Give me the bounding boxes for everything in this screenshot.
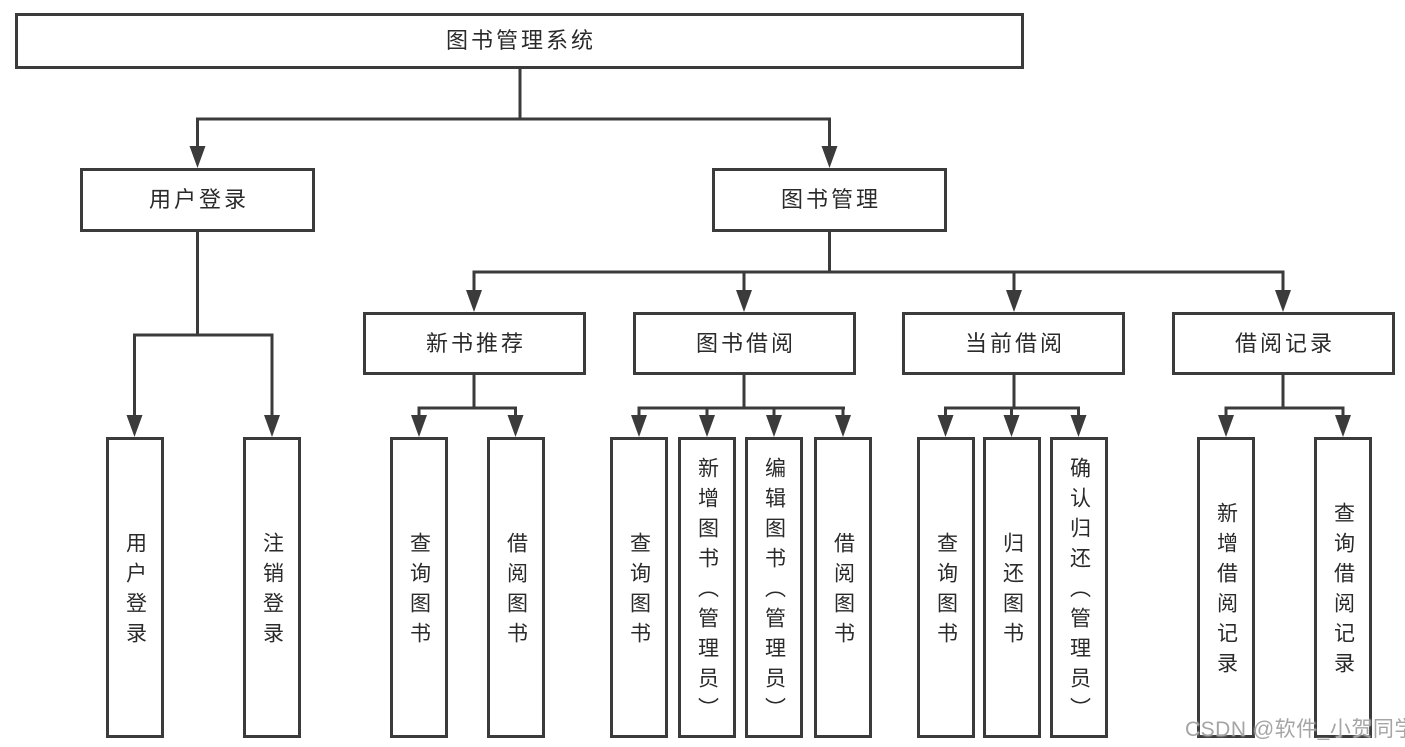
leaf-query-books-recommend: 查询图书 — [390, 437, 448, 738]
leaf-add-borrow-record: 新增借阅记录 — [1197, 437, 1255, 738]
node-root: 图书管理系统 — [15, 13, 1024, 69]
node-book-borrow: 图书借阅 — [633, 312, 856, 375]
leaf-add-book-admin: 新增图书（管理员） — [678, 437, 736, 738]
box-label: 查询借阅记录 — [1331, 502, 1355, 682]
box-label: 确认归还（管理员） — [1067, 457, 1091, 727]
box-label: 新增图书（管理员） — [695, 457, 719, 727]
box-label: 查询图书 — [627, 532, 651, 652]
box-label: 借阅记录 — [1234, 330, 1335, 356]
box-label: 新书推荐 — [425, 330, 526, 356]
node-user-login: 用户登录 — [80, 168, 315, 232]
box-label: 借阅图书 — [831, 532, 855, 652]
node-borrow-records: 借阅记录 — [1172, 312, 1395, 375]
leaf-query-books-current: 查询图书 — [917, 437, 975, 738]
node-current-borrow: 当前借阅 — [902, 312, 1125, 375]
csdn-watermark: CSDN @软件_小贺同学 — [1185, 718, 1405, 741]
leaf-return-book: 归还图书 — [983, 437, 1041, 738]
box-label: 新增借阅记录 — [1214, 502, 1238, 682]
leaf-confirm-return-admin: 确认归还（管理员） — [1050, 437, 1108, 738]
arrowhead-icons — [126, 146, 1351, 437]
leaf-query-borrow-record: 查询借阅记录 — [1314, 437, 1372, 738]
node-book-management: 图书管理 — [712, 168, 947, 232]
box-label: 查询图书 — [934, 532, 958, 652]
box-label: 图书借阅 — [695, 330, 796, 356]
box-label: 归还图书 — [1000, 532, 1024, 652]
leaf-logout: 注销登录 — [243, 437, 301, 738]
box-label: 查询图书 — [407, 532, 431, 652]
box-label: 用户登录 — [148, 187, 249, 212]
leaf-user-login: 用户登录 — [106, 437, 164, 738]
leaf-borrow-books: 借阅图书 — [814, 437, 872, 738]
box-label: 编辑图书（管理员） — [762, 457, 786, 727]
box-label: 借阅图书 — [504, 532, 528, 652]
box-label: 当前借阅 — [964, 330, 1065, 356]
leaf-edit-book-admin: 编辑图书（管理员） — [745, 437, 803, 738]
leaf-query-books-borrow: 查询图书 — [610, 437, 668, 738]
box-label: 注销登录 — [260, 532, 284, 652]
box-label: 用户登录 — [123, 532, 147, 652]
box-label: 图书管理 — [780, 187, 881, 212]
leaf-borrow-books-recommend: 借阅图书 — [487, 437, 545, 738]
box-label: 图书管理系统 — [445, 28, 596, 53]
node-new-book-recommend: 新书推荐 — [363, 312, 586, 375]
